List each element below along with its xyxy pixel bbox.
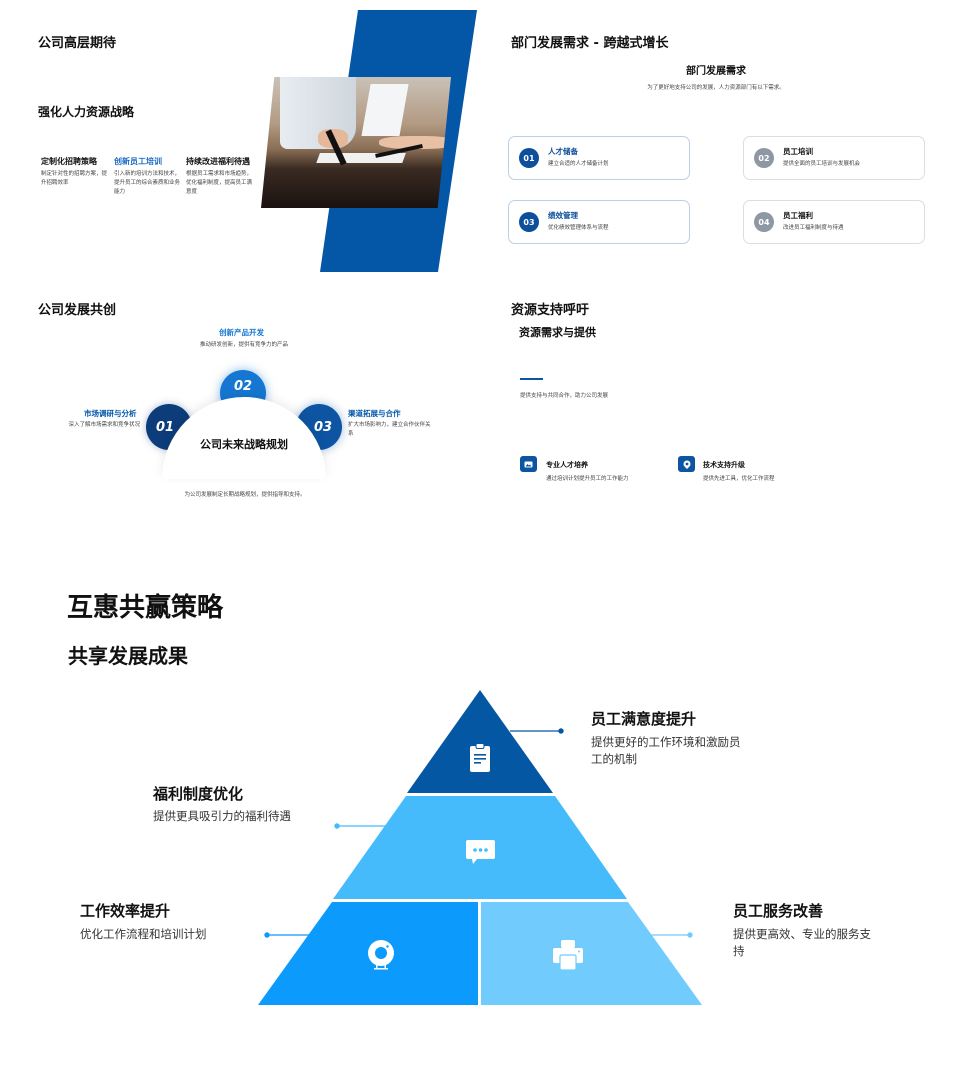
card-title: 人才储备 [548,147,578,156]
item-desc: 推动研发创新，提供有竞争力的产品 [199,342,288,348]
column-title: 定制化招聘策略 [41,157,97,166]
label-title: 员工满意度提升 [591,710,697,728]
item-desc: 深入了解市场需求和竞争状况 [68,422,140,428]
label-title: 福利制度优化 [153,785,244,803]
label-title: 员工服务改善 [733,902,824,920]
item-title: 市场调研与分析 [84,409,137,418]
business-meeting-photo [261,77,451,208]
need-card-talent-reserve[interactable]: 01 人才储备 建立合适的人才储备计划 [508,136,690,180]
location-pin-icon [678,456,695,472]
accent-line [520,378,543,380]
need-card-employee-training[interactable]: 02 员工培训 提供全面的员工培训与发展机会 [743,136,925,180]
slide-subtitle: 强化人力资源战略 [38,105,135,119]
need-card-benefits[interactable]: 04 员工福利 改进员工福利制度与待遇 [743,200,925,244]
slide-subtitle: 共享发展成果 [68,644,188,668]
label-title: 工作效率提升 [80,902,171,920]
slide-subtitle: 资源需求与提供 [519,326,596,339]
label-desc: 优化工作流程和培训计划 [80,927,207,941]
slide-title: 公司高层期待 [38,36,117,51]
webcam-icon [368,940,394,970]
item-title: 渠道拓展与合作 [348,409,401,418]
center-desc: 为公司发展制定长期战略规划，提供指导和支持。 [184,492,306,498]
column-desc: 根据员工需求和市场趋势，优化福利制度，提高员工满意度 [186,171,253,195]
card-number-badge: 02 [754,148,774,168]
column-title: 创新员工培训 [114,157,162,166]
slide-title: 公司发展共创 [38,303,117,318]
label-desc: 提供更高效、专业的服务支持 [733,927,871,958]
item-desc: 提供先进工具，优化工作流程 [703,476,775,482]
column-desc: 引入新的培训方法和技术，提升员工的综合素质和业务能力 [114,171,181,195]
strategy-column: 持续改进福利待遇 根据员工需求和市场趋势，优化福利制度，提高员工满意度 [186,156,252,197]
card-title: 绩效管理 [548,211,578,220]
card-desc: 改进员工福利制度与待遇 [783,225,844,231]
card-desc: 提供全面的员工培训与发展机会 [783,161,861,167]
pyramid-bottom-left-layer [258,902,478,1005]
slide-title: 资源支持呼吁 [511,303,590,318]
step-bubble-03: 03 [296,404,342,450]
chat-bubble-icon [466,840,495,864]
card-title: 员工培训 [783,147,813,156]
item-title: 专业人才培养 [546,461,588,469]
card-desc: 优化绩效管理体系与流程 [548,225,609,231]
need-card-performance[interactable]: 03 绩效管理 优化绩效管理体系与流程 [508,200,690,244]
item-desc: 通过培训计划提升员工的工作能力 [546,476,629,482]
image-icon [520,456,537,472]
strategy-column: 创新员工培训 引入新的培训方法和技术，提升员工的综合素质和业务能力 [114,156,180,197]
pyramid-top-layer [407,690,553,793]
item-title: 创新产品开发 [219,328,264,337]
card-desc: 建立合适的人才储备计划 [548,161,609,167]
column-desc: 制定针对性的招聘方案，提升招聘效率 [41,171,108,186]
section-desc: 为了更好地支持公司的发展，人力资源部门有以下需求。 [647,85,785,91]
card-title: 员工福利 [783,211,813,220]
card-number-badge: 01 [519,148,539,168]
slide-title: 部门发展需求 - 跨越式增长 [511,36,669,51]
center-title: 公司未来战略规划 [200,438,288,451]
section-title: 部门发展需求 [686,66,746,77]
label-desc: 提供更具吸引力的福利待遇 [153,809,291,823]
column-title: 持续改进福利待遇 [186,157,250,166]
card-number-badge: 04 [754,212,774,232]
item-title: 技术支持升级 [703,461,745,469]
printer-icon [553,940,583,970]
slide-title: 互惠共赢策略 [67,593,224,623]
strategy-column: 定制化招聘策略 制定针对性的招聘方案，提升招聘效率 [41,156,107,188]
clipboard-icon [470,743,490,772]
item-desc: 扩大市场影响力，建立合作伙伴关系 [348,422,431,437]
card-number-badge: 03 [519,212,539,232]
section-desc: 提供支持与共同合作，助力公司发展 [520,393,609,399]
pyramid-bottom-right-layer [481,902,702,1005]
label-desc: 提供更好的工作环境和激励员工的机制 [591,735,741,766]
